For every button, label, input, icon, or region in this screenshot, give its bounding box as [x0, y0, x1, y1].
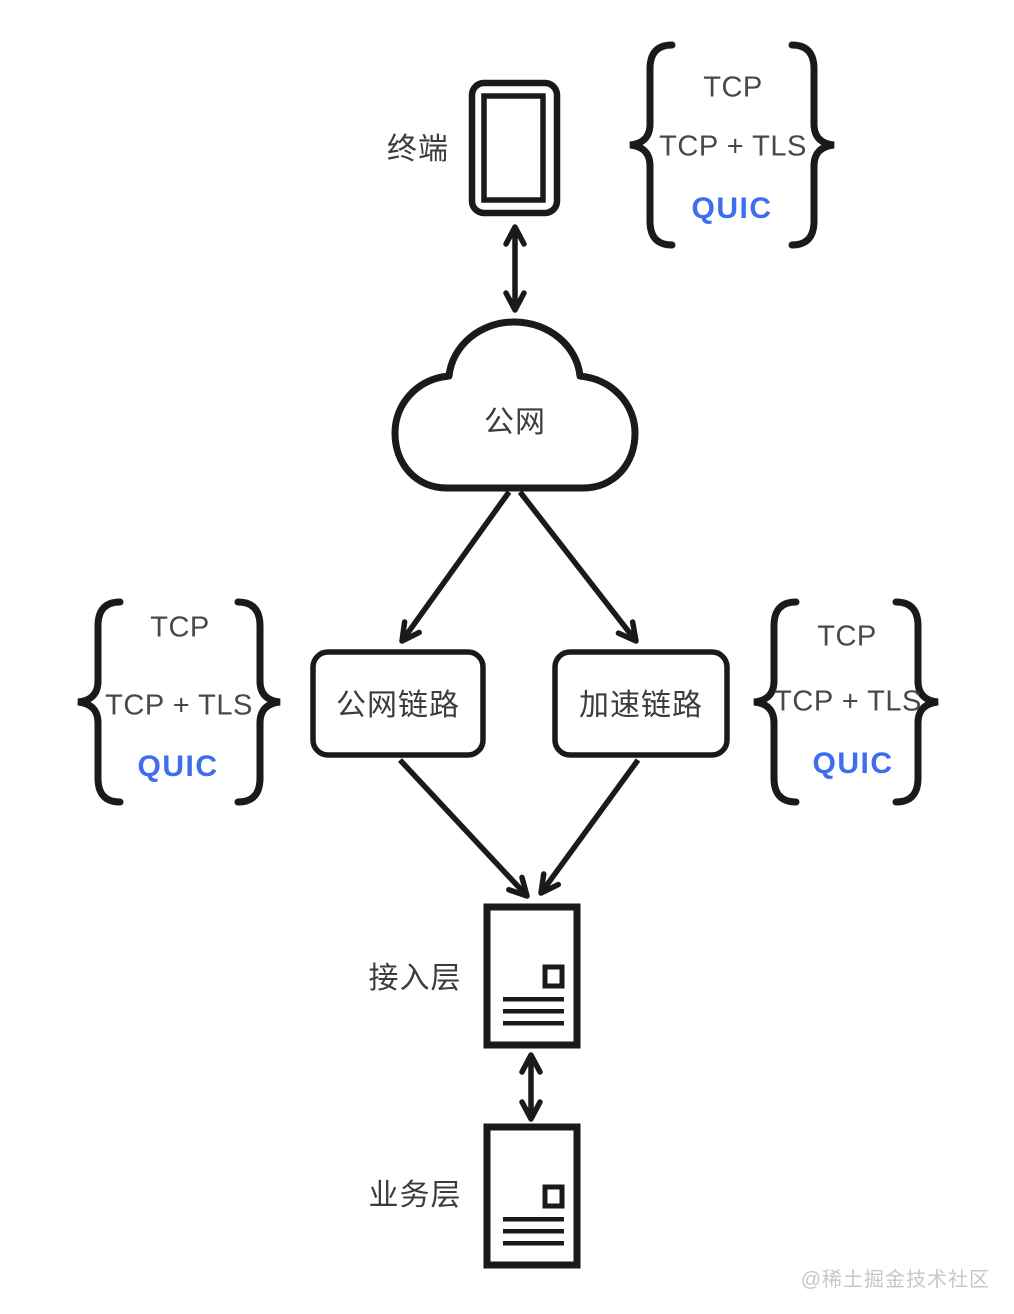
terminal-label: 终端: [387, 133, 449, 166]
accelerated-link-box: [552, 649, 730, 758]
arrow-public-link-to-access-layer: [397, 758, 530, 899]
protocol-tcp-label: TCP: [703, 71, 763, 104]
server-doc-icon: [487, 907, 577, 1045]
arrow-cloud-to-public-link: [399, 490, 512, 644]
protocol-tcp-label: TCP: [150, 611, 210, 644]
business-layer-label: 业务层: [368, 1179, 462, 1212]
protocol-tcp-tls-label: TCP + TLS: [105, 689, 253, 722]
accelerated-link-label: 加速链路: [579, 689, 703, 722]
protocol-quic-label: QUIC: [691, 192, 773, 225]
public-link-label: 公网链路: [336, 689, 460, 722]
public-network-label: 公网: [484, 406, 546, 439]
server-doc-icon: [487, 1127, 577, 1265]
protocol-quic-label: QUIC: [137, 750, 219, 783]
cloud-icon: [391, 318, 639, 492]
protocol-tcp-tls-label: TCP + TLS: [659, 130, 807, 163]
access-layer-label: 接入层: [368, 962, 462, 995]
watermark: @稀土掘金技术社区: [800, 1269, 990, 1291]
protocol-quic-label: QUIC: [812, 747, 894, 780]
public-link-box: [310, 649, 486, 758]
phone-icon: [468, 79, 561, 217]
protocol-tcp-tls-label: TCP + TLS: [774, 685, 922, 718]
arrow-cloud-to-accelerated-link: [517, 490, 639, 644]
arrow-accelerated-link-to-access-layer: [538, 758, 641, 896]
protocol-tcp-label: TCP: [817, 620, 877, 653]
